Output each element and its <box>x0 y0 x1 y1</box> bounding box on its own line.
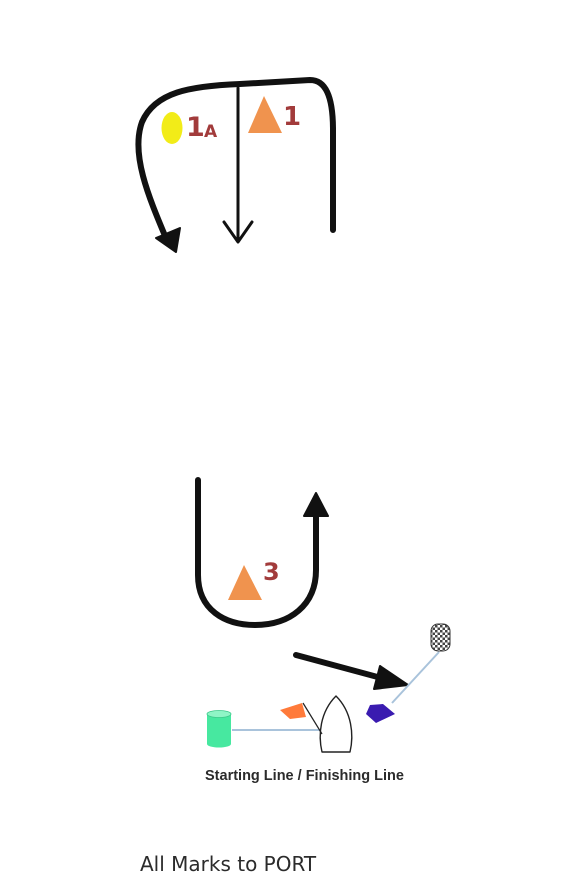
oval-buoy-icon <box>161 112 183 144</box>
triangle-mark-icon <box>248 96 282 133</box>
mark-1-label: 1 <box>283 102 301 132</box>
arrowhead-left-down-icon <box>155 227 181 253</box>
course-path-finish-approach <box>293 652 388 682</box>
arrowhead-right-icon <box>373 665 409 690</box>
flag-icon <box>366 704 395 723</box>
all-marks-to-port-caption: All Marks to PORT <box>140 852 317 876</box>
mark-3-label: 3 <box>263 558 280 586</box>
triangle-mark-icon <box>228 565 262 600</box>
committee-boat-icon <box>319 695 353 753</box>
arrowhead-down-icon <box>222 220 254 244</box>
flag-staff <box>302 702 323 735</box>
course-path-windward-loop <box>135 77 336 246</box>
start-finish-line-label: Starting Line / Finishing Line <box>205 768 404 784</box>
checkered-buoy-icon <box>430 623 451 652</box>
flag-icon <box>280 703 306 719</box>
cylinder-buoy-icon <box>206 710 232 748</box>
mark-1a-number: 1 <box>186 112 205 143</box>
course-path-leeward-loop <box>195 477 319 628</box>
finishing-line <box>391 651 440 704</box>
mark-1a-suffix: A <box>204 122 218 142</box>
arrowhead-up-icon <box>303 492 329 517</box>
